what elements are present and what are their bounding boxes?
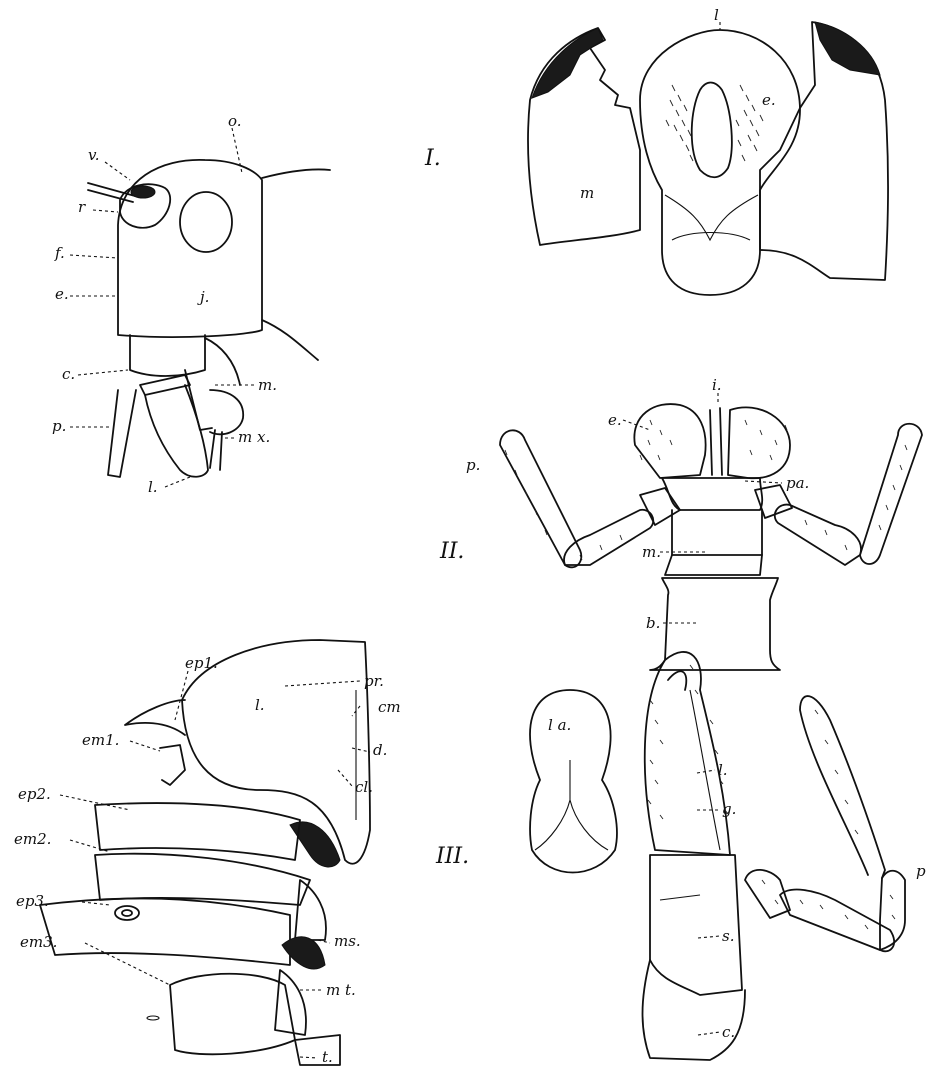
- figure-II-labels: i. e. p. pa. m. b. II.: [439, 376, 809, 632]
- label-r: r: [78, 198, 86, 216]
- label-mx: m x.: [238, 428, 270, 446]
- figure-I-drawing: [528, 22, 888, 295]
- label-p: p: [916, 862, 926, 880]
- label-pa: pa.: [786, 474, 809, 492]
- label-c: c.: [722, 1023, 735, 1041]
- label-ep3: ep3.: [16, 892, 49, 910]
- label-l: l: [714, 6, 719, 24]
- label-l: l.: [718, 761, 728, 779]
- figure-III-drawing: [530, 652, 905, 1060]
- leader-lines: [60, 22, 782, 1058]
- figure-I-numeral: I.: [424, 146, 441, 171]
- label-b: b.: [646, 614, 660, 632]
- label-g: g.: [722, 800, 736, 818]
- figure-II-drawing: [500, 404, 922, 670]
- label-v: v.: [88, 146, 99, 164]
- label-o: o.: [228, 112, 242, 130]
- thorax-labels: ep1. pr. l. cm em1. d. cl. ep2. em2. ms.…: [14, 654, 401, 1066]
- label-s: s.: [722, 927, 734, 945]
- label-e: e.: [55, 285, 69, 303]
- label-em1: em1.: [82, 731, 119, 749]
- label-t: t.: [322, 1048, 333, 1066]
- label-m: m.: [642, 543, 661, 561]
- label-cl: cl.: [355, 778, 373, 796]
- label-d: d.: [373, 741, 387, 759]
- label-pr: pr.: [364, 672, 384, 690]
- figure-III-labels: l a. l. g. p s. c. III.: [435, 716, 926, 1041]
- label-cm: cm: [378, 698, 401, 716]
- label-ep1: ep1.: [185, 654, 218, 672]
- label-em2: em2.: [14, 830, 51, 848]
- thorax-lateral-drawing: [40, 640, 370, 1065]
- label-p: p.: [466, 456, 480, 474]
- head-lateral-drawing: [88, 160, 330, 477]
- label-la: l a.: [548, 716, 571, 734]
- label-m: m.: [258, 376, 277, 394]
- label-i: i.: [712, 376, 722, 394]
- label-l: l.: [255, 696, 265, 714]
- label-j: j.: [197, 288, 209, 306]
- figure-II-numeral: II.: [439, 539, 464, 564]
- head-labels: o. v. r f. e. j. c. m. p. m x. l.: [52, 112, 277, 496]
- label-ep2: ep2.: [18, 785, 51, 803]
- label-m: m: [580, 184, 594, 202]
- label-c: c.: [62, 365, 75, 383]
- label-f: f.: [54, 244, 65, 262]
- label-l: l.: [148, 478, 158, 496]
- label-p: p.: [52, 417, 66, 435]
- figure-III-numeral: III.: [435, 844, 469, 869]
- label-e: e.: [762, 91, 776, 109]
- label-mt: m t.: [326, 981, 356, 999]
- label-ms: ms.: [334, 932, 361, 950]
- label-em3: em3.: [20, 933, 57, 951]
- label-e: e.: [608, 411, 622, 429]
